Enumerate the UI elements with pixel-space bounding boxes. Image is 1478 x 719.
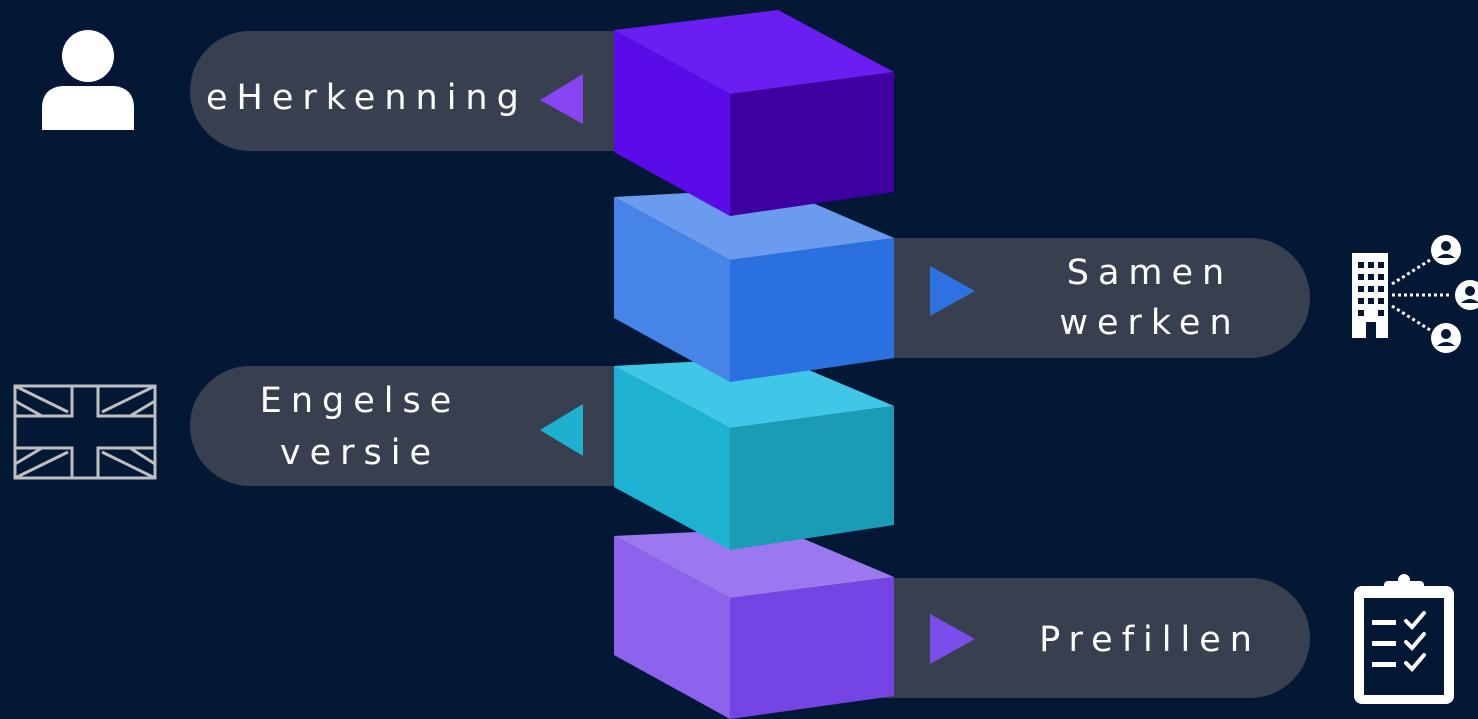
pill-prefillen <box>870 578 1310 698</box>
user-icon <box>42 30 134 130</box>
arrow-left-engelse-versie <box>540 404 583 456</box>
label-prefillen: Prefillen <box>1039 620 1261 660</box>
pill-engelse-versie <box>190 366 640 486</box>
label-engelse-versie-line2: versie <box>279 433 441 473</box>
checklist-clipboard-icon <box>1354 574 1454 704</box>
label-engelse-versie: Engelse versie <box>210 375 510 479</box>
organization-network-icon <box>1352 235 1478 353</box>
arrow-right-prefillen <box>930 614 975 664</box>
block-eherkenning <box>614 10 894 216</box>
pill-samen-werken <box>870 238 1310 358</box>
label-engelse-versie-line1: Engelse <box>259 381 461 421</box>
label-samen-werken: Samen werken <box>1000 248 1300 348</box>
block-prefillen <box>614 528 894 719</box>
label-samen-werken-line1: Samen <box>1066 253 1234 293</box>
arrow-right-samen-werken <box>930 266 975 316</box>
pill-eherkenning <box>190 31 640 151</box>
uk-flag-icon <box>13 384 157 480</box>
label-samen-werken-line2: werken <box>1059 303 1241 343</box>
arrow-left-eherkenning <box>540 74 583 124</box>
label-eherkenning: eHerkenning <box>206 78 528 118</box>
block-engelse-versie <box>614 357 894 550</box>
block-samen-werken <box>614 188 894 382</box>
